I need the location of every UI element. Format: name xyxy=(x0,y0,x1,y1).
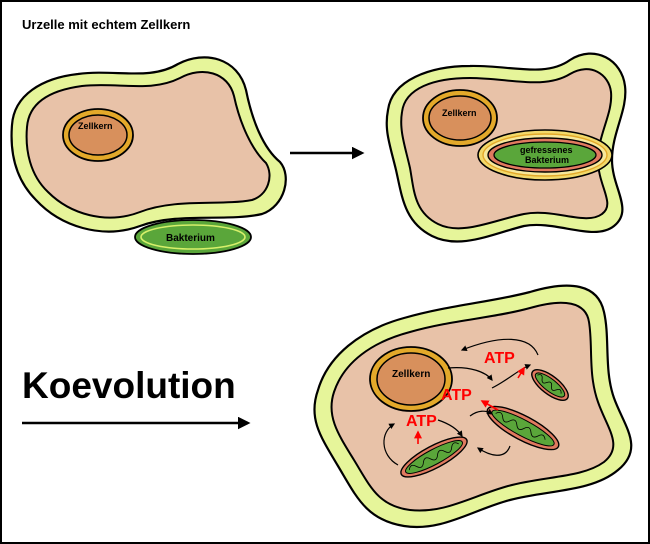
cycle-arrow-to-mito3 xyxy=(437,419,463,437)
cycle-arrow-top xyxy=(460,338,539,356)
nucleus-2 xyxy=(428,95,492,141)
cycle-arrow-bottom xyxy=(477,445,511,456)
cell-phagocytosis: Zellkern gefressenes Bakterium xyxy=(385,52,627,243)
nucleus-3 xyxy=(376,352,446,406)
bacterium-inner xyxy=(140,224,246,250)
nucleus-1 xyxy=(68,114,128,156)
atp-label-1: ATP xyxy=(484,350,515,367)
diagram-title: Urzelle mit echtem Zellkern xyxy=(22,17,190,32)
nucleus-1-label: Zellkern xyxy=(78,121,113,131)
mitochondrion-2 xyxy=(486,405,560,451)
bacterium: Bakterium xyxy=(134,219,252,255)
cell-eukaryote: Zellkern ATP ATP xyxy=(313,284,633,529)
mitochondrion-3 xyxy=(400,436,468,478)
cycle-arrow-nucleus-right xyxy=(447,367,493,381)
mitochondrion-1 xyxy=(531,369,569,401)
nucleus-3-label: Zellkern xyxy=(392,369,430,380)
atp-arrow-2 xyxy=(480,400,499,411)
atp-label-2: ATP xyxy=(441,387,472,404)
eaten-bacterium-label-1: gefressenes xyxy=(520,145,573,155)
cell-primordial: Zellkern xyxy=(10,56,287,233)
cycle-arrow-to-mito1 xyxy=(491,364,532,389)
atp-label-3: ATP xyxy=(406,413,437,430)
nucleus-2-label: Zellkern xyxy=(442,108,477,118)
bacterium-label: Bakterium xyxy=(166,233,215,244)
cell-1-cytoplasm xyxy=(25,71,271,219)
eaten-bacterium-label-2: Bakterium xyxy=(525,155,569,165)
cycle-arrow-left xyxy=(383,423,399,466)
atp-arrow-1 xyxy=(517,366,525,379)
eaten-bacterium xyxy=(493,141,597,169)
coevolution-label: Koevolution xyxy=(22,365,236,406)
cycle-arrow-mid xyxy=(469,408,493,417)
